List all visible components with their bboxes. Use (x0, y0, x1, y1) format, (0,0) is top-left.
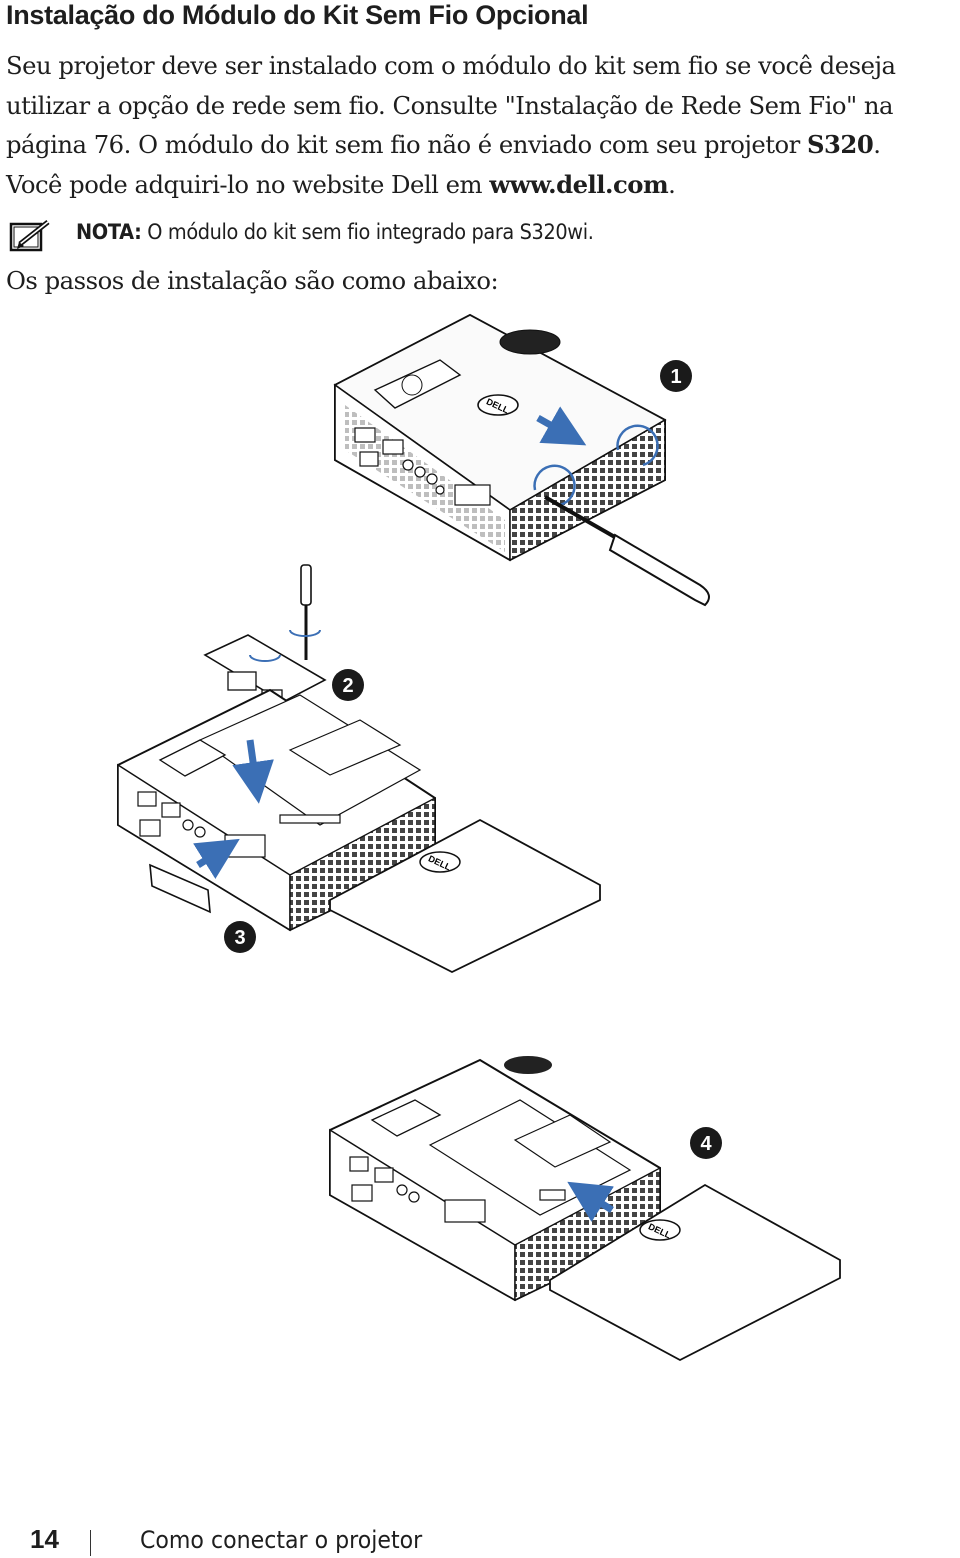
page-number: 14 (30, 1524, 59, 1554)
svg-text:2: 2 (342, 675, 353, 697)
chapter-title: Como conectar o projetor (140, 1526, 423, 1554)
intro-line-2: utilizar a opção de rede sem fio. Consul… (6, 90, 894, 120)
page-title: Instalação do Módulo do Kit Sem Fio Opci… (6, 0, 589, 30)
note-block: NOTA: O módulo do kit sem fio integrado … (6, 214, 956, 256)
step2-projector: DELL 2 3 (117, 564, 601, 974)
model-name: S320 (806, 130, 874, 160)
svg-text:4: 4 (700, 1133, 712, 1155)
steps-intro: Os passos de instalação são como abaixo: (6, 266, 499, 295)
intro-line-1: Seu projetor deve ser instalado com o mó… (6, 51, 896, 80)
note-body: O módulo do kit sem fio integrado para S… (141, 220, 594, 244)
intro-line-3: página 76. O módulo do kit sem fio não é… (6, 130, 881, 160)
svg-text:1: 1 (670, 366, 681, 388)
step-badge-2 (332, 669, 364, 701)
step-badge-3 (224, 921, 256, 953)
installation-illustration: DELL 1 (117, 313, 841, 1362)
intro-line-4: Você pode adquiri-lo no website Dell em … (6, 169, 676, 199)
dell-website-link[interactable]: www.dell.com (489, 169, 669, 199)
svg-text:3: 3 (234, 927, 245, 949)
step-badge-4 (690, 1127, 722, 1159)
step1-projector: DELL 1 (333, 313, 710, 607)
note-label: NOTA: (76, 220, 142, 244)
step-badge-1 (660, 360, 692, 392)
intro-paragraph: Seu projetor deve ser instalado com o mó… (6, 46, 960, 204)
note-pencil-icon (8, 220, 54, 259)
note-text: NOTA: O módulo do kit sem fio integrado … (76, 220, 594, 244)
step4-projector: DELL 4 (329, 1056, 841, 1362)
footer-divider (90, 1530, 91, 1556)
